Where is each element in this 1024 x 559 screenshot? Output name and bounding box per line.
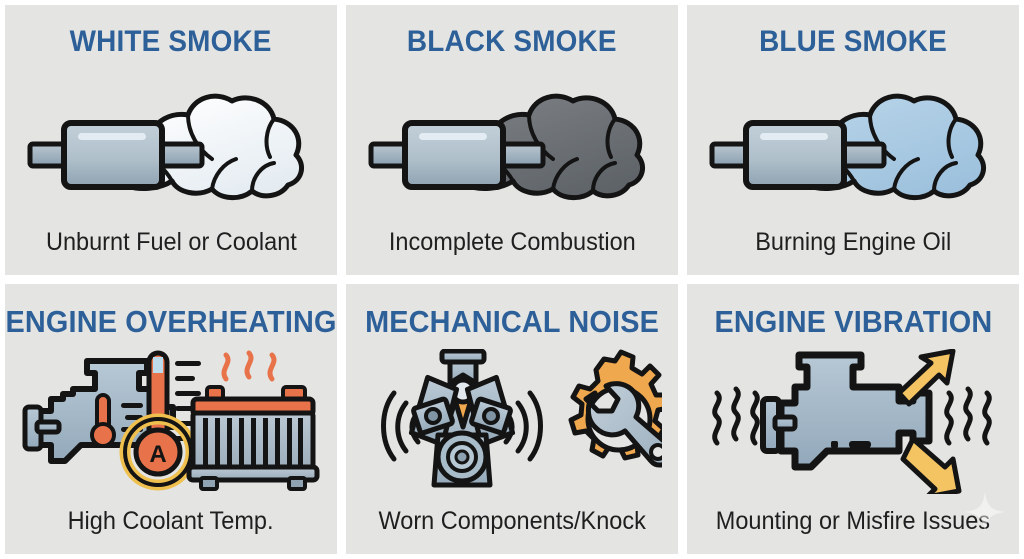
overheating-illustration: A (22, 350, 320, 491)
panel-engine-overheating: ENGINE OVERHEATING (5, 284, 337, 554)
panel-artwork: A (5, 337, 337, 509)
panel-title: BLACK SMOKE (407, 25, 617, 58)
panel-artwork (687, 337, 1019, 509)
arrow-up-right-icon (896, 348, 956, 406)
vibration-illustration (712, 348, 992, 494)
exhaust-muffler-icon (368, 119, 546, 190)
panel-artwork (5, 57, 337, 230)
white-smoke-illustration (27, 93, 305, 200)
panel-title: BLUE SMOKE (759, 25, 947, 58)
arrow-down-right-icon (900, 436, 962, 494)
panel-caption: Worn Components/Knock (378, 507, 646, 535)
panel-black-smoke: BLACK SMOKE (346, 5, 678, 275)
radiator-icon (186, 384, 320, 491)
engine-block-icon (760, 351, 933, 470)
v-engine-icon (408, 348, 516, 487)
svg-text:A: A (149, 441, 166, 468)
panel-caption: High Coolant Temp. (68, 507, 274, 535)
panel-title: WHITE SMOKE (69, 25, 272, 58)
mechanical-noise-illustration (381, 348, 662, 487)
panel-caption: Unburnt Fuel or Coolant (45, 228, 297, 256)
panel-title: ENGINE VIBRATION (714, 304, 992, 339)
exhaust-muffler-icon (27, 119, 205, 190)
panel-artwork (346, 57, 678, 230)
panel-title: ENGINE OVERHEATING (5, 304, 337, 339)
thermometer-icon (146, 350, 201, 451)
blue-smoke-illustration (709, 93, 987, 200)
panel-caption: Mounting or Misfire Issues (715, 507, 991, 535)
thermometer-small-icon (90, 392, 116, 448)
panel-engine-vibration: ENGINE VIBRATION (687, 284, 1019, 554)
panel-mechanical-noise: MECHANICAL NOISE (346, 284, 678, 554)
panel-caption: Incomplete Combustion (388, 228, 636, 256)
panel-artwork (346, 337, 678, 509)
vibration-wave-icon (712, 386, 760, 445)
temperature-gauge-icon: A (119, 413, 197, 490)
heat-wave-icon (221, 350, 277, 381)
exhaust-muffler-icon (709, 119, 887, 190)
panel-white-smoke: WHITE SMOKE (5, 5, 337, 275)
black-smoke-illustration (368, 93, 646, 200)
panel-title: MECHANICAL NOISE (365, 304, 659, 339)
vibration-wave-icon (944, 386, 992, 445)
wrench-icon (583, 380, 662, 467)
panel-blue-smoke: BLUE SMOKE (687, 5, 1019, 275)
panel-caption: Burning Engine Oil (755, 228, 951, 256)
panel-artwork (687, 57, 1019, 230)
